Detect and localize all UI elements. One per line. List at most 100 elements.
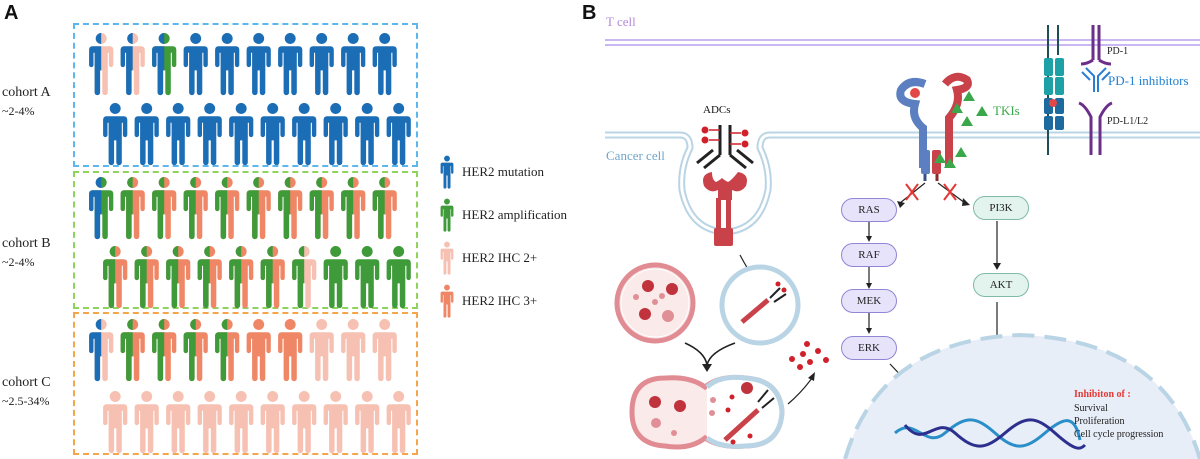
person-icon bbox=[440, 241, 454, 275]
dna-helix-icon bbox=[893, 418, 1087, 450]
legend-item-ihc3: HER2 IHC 3+ bbox=[440, 284, 537, 318]
person-icon bbox=[229, 103, 254, 166]
person-icon bbox=[292, 103, 317, 166]
pd1-label: PD-1 bbox=[1107, 46, 1129, 57]
legend-label: HER2 mutation bbox=[462, 164, 544, 179]
person-icon bbox=[309, 177, 334, 240]
person-icon bbox=[197, 103, 222, 166]
person-icon bbox=[89, 177, 114, 240]
person-icon bbox=[260, 103, 285, 166]
person-icon bbox=[183, 319, 208, 382]
legend-label: HER2 amplification bbox=[462, 207, 568, 222]
person-icon bbox=[323, 391, 348, 454]
cohort-a-range: ~2-4% bbox=[2, 103, 35, 118]
person-icon bbox=[260, 391, 285, 454]
person-icon bbox=[292, 246, 317, 309]
person-icon bbox=[260, 246, 285, 309]
her2-receptor-icon bbox=[703, 172, 747, 246]
person-icon bbox=[386, 103, 411, 166]
release-arrow bbox=[787, 377, 813, 405]
cohort-c-range: ~2.5-34% bbox=[2, 393, 50, 408]
person-icon bbox=[120, 33, 145, 96]
inhibition-item-cell-cycle: Cell cycle progression bbox=[1074, 429, 1164, 440]
person-icon bbox=[309, 319, 334, 382]
person-icon bbox=[89, 319, 114, 382]
inhibition-x-icon bbox=[905, 183, 957, 201]
legend-item-ihc2: HER2 IHC 2+ bbox=[440, 241, 537, 275]
adcs-label: ADCs bbox=[703, 104, 731, 116]
person-icon bbox=[372, 177, 397, 240]
person-icon bbox=[215, 33, 240, 96]
person-icon bbox=[152, 33, 177, 96]
node-pi3k: PI3K bbox=[973, 196, 1029, 220]
person-icon bbox=[355, 246, 380, 309]
person-icon bbox=[440, 198, 454, 232]
her2-dimer-icon bbox=[896, 72, 972, 181]
person-icon bbox=[341, 319, 366, 382]
person-icon bbox=[372, 33, 397, 96]
nucleus bbox=[843, 332, 1200, 459]
person-icon bbox=[341, 177, 366, 240]
person-icon bbox=[134, 103, 159, 166]
person-icon bbox=[323, 246, 348, 309]
person-icon bbox=[215, 319, 240, 382]
person-icon bbox=[166, 391, 191, 454]
person-icon bbox=[120, 319, 145, 382]
person-icon bbox=[152, 177, 177, 240]
person-icon bbox=[440, 284, 454, 318]
inhibition-title: Inhibiton of : bbox=[1074, 389, 1131, 400]
person-icon bbox=[309, 33, 334, 96]
fusion-arrow bbox=[684, 342, 736, 366]
legend-item-amplification: HER2 amplification bbox=[440, 198, 567, 232]
cohort-a-box bbox=[73, 23, 418, 167]
person-icon bbox=[103, 103, 128, 166]
person-icon bbox=[246, 177, 271, 240]
person-icon bbox=[183, 33, 208, 96]
pd1-inhibitor-antibody-icon bbox=[1081, 67, 1111, 92]
panel-a-label: A bbox=[4, 2, 19, 24]
pdl1-ligand-icon bbox=[1078, 101, 1113, 155]
cohort-b-range: ~2-4% bbox=[2, 254, 35, 269]
person-icon bbox=[134, 391, 159, 454]
person-icon bbox=[103, 391, 128, 454]
cohort-c-name: cohort C bbox=[2, 375, 51, 390]
person-icon bbox=[372, 319, 397, 382]
person-icon bbox=[229, 391, 254, 454]
released-payload-icon bbox=[789, 341, 829, 370]
person-icon bbox=[355, 103, 380, 166]
cohort-b-label: cohort B ~2-4% bbox=[2, 235, 51, 270]
adc-antibody-icon bbox=[696, 125, 754, 170]
cancer-cell-membrane bbox=[605, 131, 1200, 236]
person-icon bbox=[134, 246, 159, 309]
t-cell-label: T cell bbox=[606, 14, 636, 29]
cohort-b-name: cohort B bbox=[2, 236, 51, 251]
cohort-a-name: cohort A bbox=[2, 85, 51, 100]
person-icon bbox=[166, 246, 191, 309]
person-icon bbox=[197, 391, 222, 454]
person-icon bbox=[120, 177, 145, 240]
person-icon bbox=[246, 33, 271, 96]
person-icon bbox=[278, 177, 303, 240]
person-icon bbox=[278, 33, 303, 96]
tki-molecules-icon bbox=[934, 91, 988, 168]
cohort-figures bbox=[89, 33, 411, 454]
person-icon bbox=[386, 246, 411, 309]
person-icon bbox=[183, 177, 208, 240]
panel-b-label: B bbox=[582, 2, 597, 24]
person-icon bbox=[197, 246, 222, 309]
tkis-label: TKIs bbox=[993, 103, 1020, 118]
person-icon bbox=[341, 33, 366, 96]
person-icon bbox=[440, 155, 454, 189]
tcr-mhc-icon bbox=[1044, 25, 1064, 155]
person-icon bbox=[103, 246, 128, 309]
person-icon bbox=[229, 246, 254, 309]
person-icon bbox=[292, 391, 317, 454]
node-akt: AKT bbox=[973, 273, 1029, 297]
person-icon bbox=[215, 177, 240, 240]
cancer-cell-label: Cancer cell bbox=[606, 148, 665, 163]
pdl-label: PD-L1/L2 bbox=[1107, 116, 1149, 127]
inhibition-item-proliferation: Proliferation bbox=[1074, 416, 1125, 427]
person-icon bbox=[89, 33, 114, 96]
person-icon bbox=[323, 103, 348, 166]
